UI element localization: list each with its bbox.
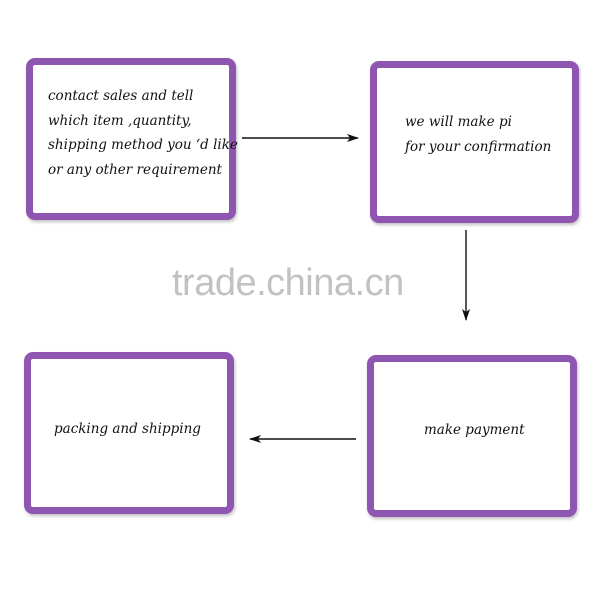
step-box-make-pi: we will make pi for your confirmation [370,61,579,223]
step-box-contact-sales: contact sales and tell which item ,quant… [26,58,238,220]
step-text-contact-sales: contact sales and tell which item ,quant… [48,84,238,182]
step-text-line: which item ,quantity, [48,112,192,129]
step-text-line: or any other requirement [48,161,222,178]
step-text-line: shipping method you ‘d like [48,137,238,153]
step-box-packing-shipping: packing and shipping [24,352,234,514]
step-box-make-payment: make payment [367,355,577,517]
step-text-line: packing and shipping [54,421,201,437]
watermark: trade.china.cn [172,262,404,304]
step-text-line: we will make pi [405,114,512,130]
step-text-make-pi: we will make pi for your confirmation [405,110,551,159]
step-text-make-payment: make payment [424,418,525,443]
step-text-line: for your confirmation [405,138,552,155]
step-text-packing-shipping: packing and shipping [54,417,201,442]
step-text-line: contact sales and tell [48,88,194,104]
step-text-line: make payment [424,422,525,438]
